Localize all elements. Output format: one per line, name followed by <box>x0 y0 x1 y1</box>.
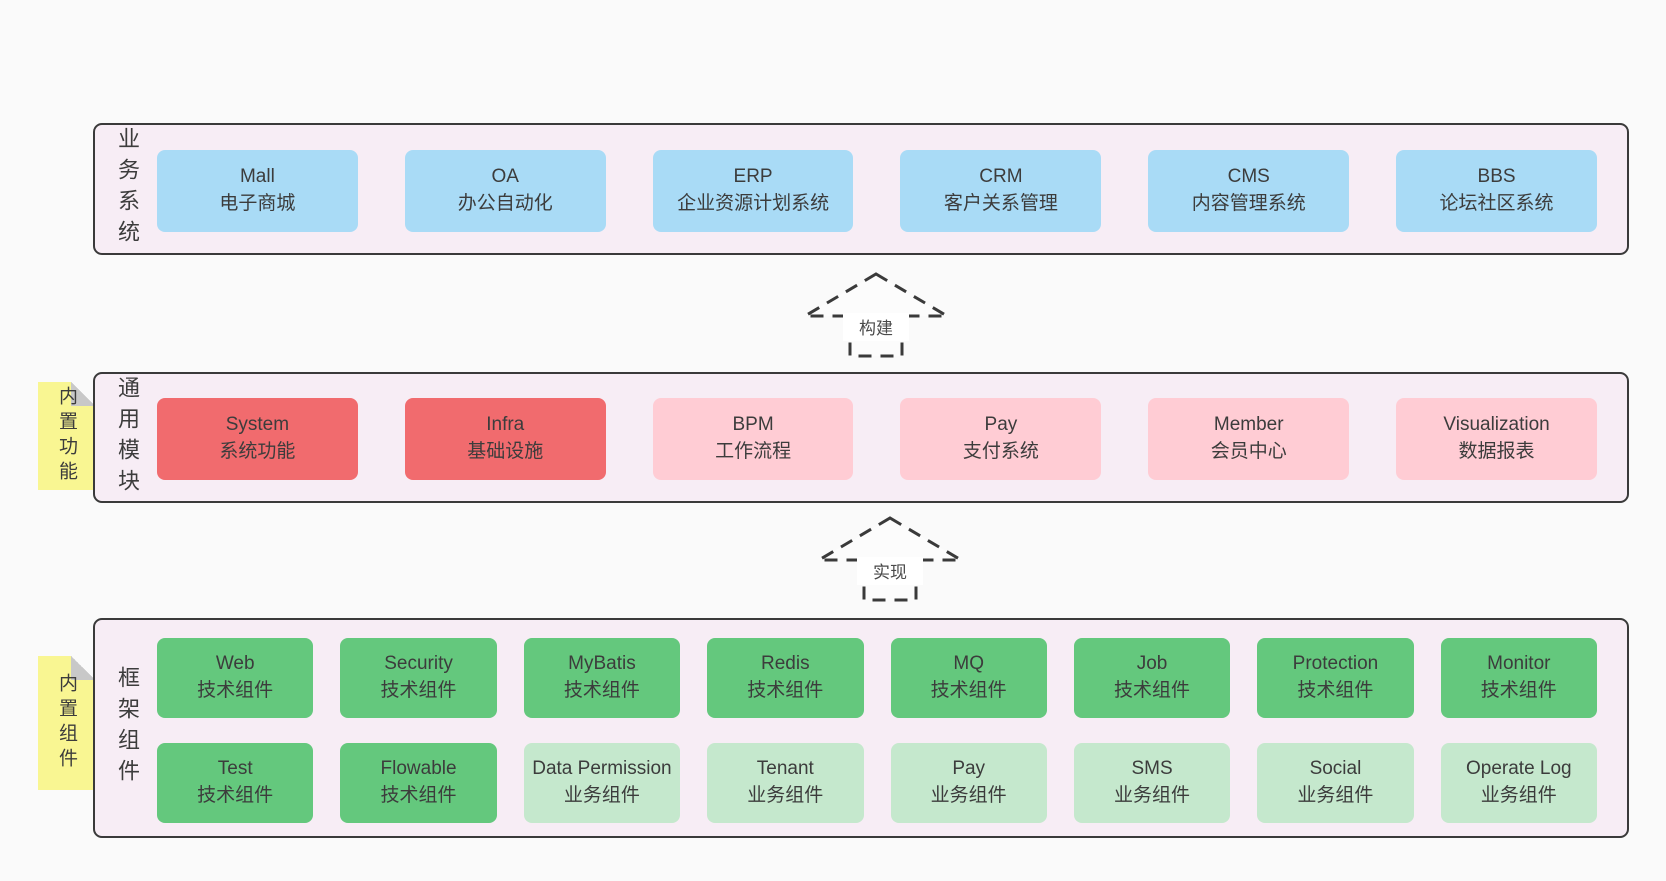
node-mall: Mall 电子商城 <box>157 150 358 232</box>
node-member: Member 会员中心 <box>1148 398 1350 480</box>
node-social: Social 业务组件 <box>1257 743 1414 823</box>
node-pay-biz: Pay 业务组件 <box>890 743 1047 823</box>
node-crm: CRM 客户关系管理 <box>900 150 1102 232</box>
node-mq: MQ 技术组件 <box>890 638 1047 718</box>
node-flowable: Flowable 技术组件 <box>340 743 497 823</box>
node-test: Test 技术组件 <box>157 743 314 823</box>
node-bbs: BBS 论坛社区系统 <box>1396 150 1597 232</box>
node-infra: Infra 基础设施 <box>404 398 606 480</box>
layer-common-modules: 通用模块 System 系统功能 Infra 基础设施 BPM 工作流程 Pay… <box>93 372 1629 503</box>
layer-framework-components: 框架组件 Web 技术组件 Security 技术组件 MyBatis 技术组件… <box>93 618 1629 838</box>
node-system: System 系统功能 <box>157 398 358 480</box>
node-job: Job 技术组件 <box>1073 638 1231 718</box>
framework-boxes-row2: Test 技术组件 Flowable 技术组件 Data Permission … <box>157 743 1597 823</box>
layer-business-systems: 业务系统 Mall 电子商城 OA 办公自动化 ERP 企业资源计划系统 CRM… <box>93 123 1629 255</box>
node-security: Security 技术组件 <box>340 638 497 718</box>
node-tenant: Tenant 业务组件 <box>707 743 864 823</box>
folded-corner-icon <box>71 382 95 406</box>
node-web: Web 技术组件 <box>157 638 314 718</box>
layer-label-framework: 框架组件 <box>115 666 140 790</box>
implement-arrow-label: 实现 <box>873 563 907 582</box>
node-mybatis: MyBatis 技术组件 <box>523 638 681 718</box>
node-monitor: Monitor 技术组件 <box>1440 638 1597 718</box>
build-arrow-icon: 构建 <box>801 272 951 358</box>
node-protection: Protection 技术组件 <box>1257 638 1414 718</box>
layer-label-business: 业务系统 <box>115 127 140 251</box>
node-data-permission: Data Permission 业务组件 <box>523 743 681 823</box>
framework-boxes-row1: Web 技术组件 Security 技术组件 MyBatis 技术组件 Redi… <box>157 638 1597 718</box>
node-sms: SMS 业务组件 <box>1073 743 1231 823</box>
node-erp: ERP 企业资源计划系统 <box>652 150 854 232</box>
node-pay: Pay 支付系统 <box>900 398 1102 480</box>
node-cms: CMS 内容管理系统 <box>1148 150 1350 232</box>
folded-corner-icon <box>71 656 95 680</box>
node-oa: OA 办公自动化 <box>404 150 606 232</box>
node-redis: Redis 技术组件 <box>707 638 864 718</box>
node-operate-log: Operate Log 业务组件 <box>1440 743 1597 823</box>
layer-label-modules: 通用模块 <box>115 375 140 500</box>
build-arrow-label: 构建 <box>859 319 893 338</box>
implement-arrow-icon: 实现 <box>815 516 965 602</box>
sticky-built-in-components: 内置组件 <box>38 656 95 790</box>
business-boxes-row: Mall 电子商城 OA 办公自动化 ERP 企业资源计划系统 CRM 客户关系… <box>157 150 1597 232</box>
modules-boxes-row: System 系统功能 Infra 基础设施 BPM 工作流程 Pay 支付系统… <box>157 398 1597 480</box>
node-visualization: Visualization 数据报表 <box>1396 398 1597 480</box>
node-bpm: BPM 工作流程 <box>652 398 854 480</box>
sticky-built-in-features: 内置功能 <box>38 382 95 490</box>
